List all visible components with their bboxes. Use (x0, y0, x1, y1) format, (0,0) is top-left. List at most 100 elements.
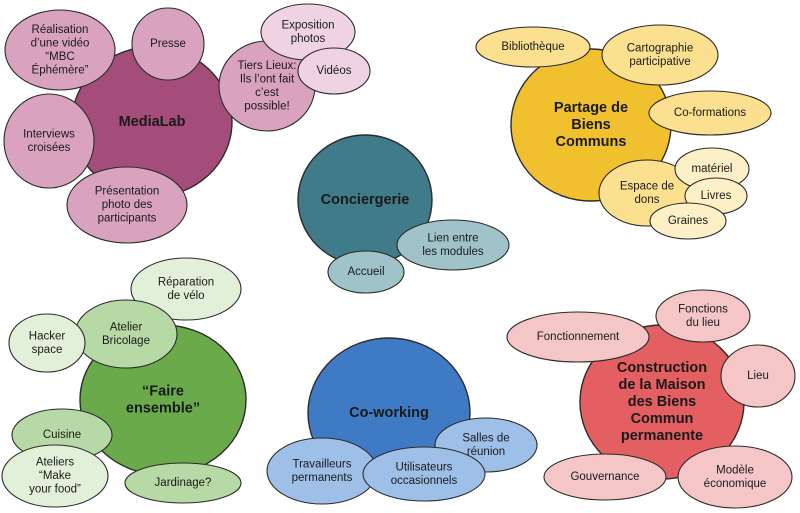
bubble-modele: Modèle économique (677, 445, 793, 509)
bubble-fonctionnement-label-line: Fonctionnement (537, 331, 620, 343)
bubble-utilisateurs-shape (362, 446, 486, 502)
bubble-atelier-bricolage-label-line: Atelier (110, 321, 143, 333)
bubble-realisation-label-line: “MBC (45, 51, 74, 63)
main-bubble-construction-label-line: des Biens (628, 394, 697, 410)
bubble-fonctions-shape (655, 289, 751, 343)
bubble-interviews-label-line: Interviews (23, 128, 75, 140)
bubble-fonctions-label-line: Fonctions (678, 303, 728, 315)
bubble-lien-shape (396, 219, 510, 271)
bubble-modele-label-line: Modèle (716, 464, 754, 476)
bubble-materiel-label-line: matériel (692, 163, 733, 175)
bubble-jardinage: Jardinage? (124, 462, 242, 504)
bubble-presentation-label-line: photo des (102, 199, 153, 211)
bubble-realisation-label-line: Éphémère” (32, 63, 89, 76)
bubble-utilisateurs-label-line: Utilisateurs (396, 461, 453, 473)
bubble-utilisateurs: Utilisateurs occasionnels (362, 446, 486, 502)
bubble-tiers-lieux-label-line: Tiers Lieux: (237, 60, 296, 72)
bubble-videos-shape (297, 47, 371, 95)
bubble-videos-label-line: Vidéos (317, 65, 352, 77)
bubble-tiers-lieux-label-line: possible! (244, 100, 289, 112)
bubble-graines-shape (649, 202, 727, 240)
bubble-videos: Vidéos (297, 47, 371, 95)
bubble-travailleurs-label-line: Travailleurs (292, 458, 351, 470)
main-bubble-coworking-label-line: Co-working (349, 405, 429, 421)
bubble-espace-dons-label-line: Espace de (620, 180, 674, 192)
bubble-accueil-shape (327, 250, 405, 294)
bubble-cartographie: Cartographie participative (601, 24, 719, 86)
bubble-cartographie-label-line: participative (629, 56, 690, 68)
main-bubble-conciergerie-label-line: Conciergerie (321, 192, 410, 208)
bubble-modele-label-line: économique (704, 478, 767, 490)
bubble-ateliers-food-label-line: “Make (39, 470, 71, 482)
bubble-interviews: Interviews croisées (3, 93, 95, 189)
bubble-graines: Graines (649, 202, 727, 240)
bubble-tiers-lieux-label-line: Ils l’ont fait (240, 73, 295, 85)
bubble-interviews-label-line: croisées (28, 142, 71, 154)
bubble-presentation-shape (66, 166, 188, 244)
bubble-lien: Lien entre les modules (396, 219, 510, 271)
bubble-salles-label-line: Salles de (462, 432, 509, 444)
main-bubble-construction-label-line: Construction (617, 360, 707, 376)
bubble-realisation-label-line: Réalisation (32, 24, 89, 36)
bubble-hacker-shape (8, 313, 86, 373)
bubble-bibliotheque: Bibliothèque (475, 26, 591, 68)
bubble-presse-label-line: Presse (150, 38, 186, 50)
bubble-salles-label-line: réunion (467, 446, 505, 458)
bubble-gouvernance: Gouvernance (543, 453, 667, 501)
main-bubble-medialab: MediaLab (71, 46, 233, 198)
bubble-utilisateurs-label-line: occasionnels (391, 475, 458, 487)
main-bubble-medialab-label-line: MediaLab (119, 114, 186, 130)
bubble-fonctions-label-line: du lieu (686, 317, 720, 329)
main-bubble-conciergerie: Conciergerie (297, 134, 433, 266)
main-bubble-faire-label-line: ensemble” (126, 401, 200, 417)
bubble-co-formations-label-line: Co-formations (674, 107, 746, 119)
bubble-reparation: Réparation de vélo (130, 257, 242, 321)
bubble-cartographie-label-line: Cartographie (627, 42, 693, 54)
bubble-ateliers-food: Ateliers“Make your food” (1, 444, 109, 508)
main-bubble-partage-label-line: Communs (556, 134, 627, 150)
bubble-lien-label-line: les modules (422, 246, 484, 258)
bubble-lien-label-line: Lien entre (427, 232, 478, 244)
bubble-hacker-label-line: space (32, 344, 63, 356)
bubble-hacker-label-line: Hacker (29, 330, 66, 342)
bubble-presse: Presse (131, 7, 205, 81)
bubble-espace-dons-label-line: dons (635, 194, 660, 206)
bubble-atelier-bricolage-label-line: Bricolage (102, 335, 150, 347)
main-bubble-construction-label-line: de la Maison (618, 377, 705, 393)
bubble-presentation-label-line: participants (98, 213, 157, 225)
bubble-reparation-label-line: Réparation (158, 276, 214, 288)
bubble-co-formations-shape (648, 90, 772, 136)
bubble-exposition-label-line: Exposition (281, 19, 334, 31)
bubble-bibliotheque-shape (475, 26, 591, 68)
bubble-realisation-label-line: d’une vidéo (31, 37, 90, 49)
bubble-lieu-shape (720, 344, 796, 408)
bubble-fonctions: Fonctions du lieu (655, 289, 751, 343)
bubble-ateliers-food-label-line: Ateliers (36, 457, 75, 469)
bubble-fonctionnement: Fonctionnement (506, 311, 650, 363)
bubble-exposition-label-line: photos (291, 33, 326, 45)
bubble-co-formations: Co-formations (648, 90, 772, 136)
bubble-accueil-label-line: Accueil (347, 266, 384, 278)
bubble-ateliers-food-label-line: your food” (29, 484, 81, 496)
bubble-hacker: Hacker space (8, 313, 86, 373)
bubble-gouvernance-shape (543, 453, 667, 501)
bubble-exposition: Exposition photos (260, 3, 356, 61)
bubble-gouvernance-label-line: Gouvernance (570, 471, 639, 483)
bubble-tiers-lieux-label-line: c’est (255, 87, 279, 99)
bubble-jardinage-shape (124, 462, 242, 504)
bubble-reparation-shape (130, 257, 242, 321)
bubble-cartographie-shape (601, 24, 719, 86)
bubble-jardinage-label-line: Jardinage? (155, 477, 212, 489)
bubble-reparation-label-line: de vélo (167, 290, 204, 302)
